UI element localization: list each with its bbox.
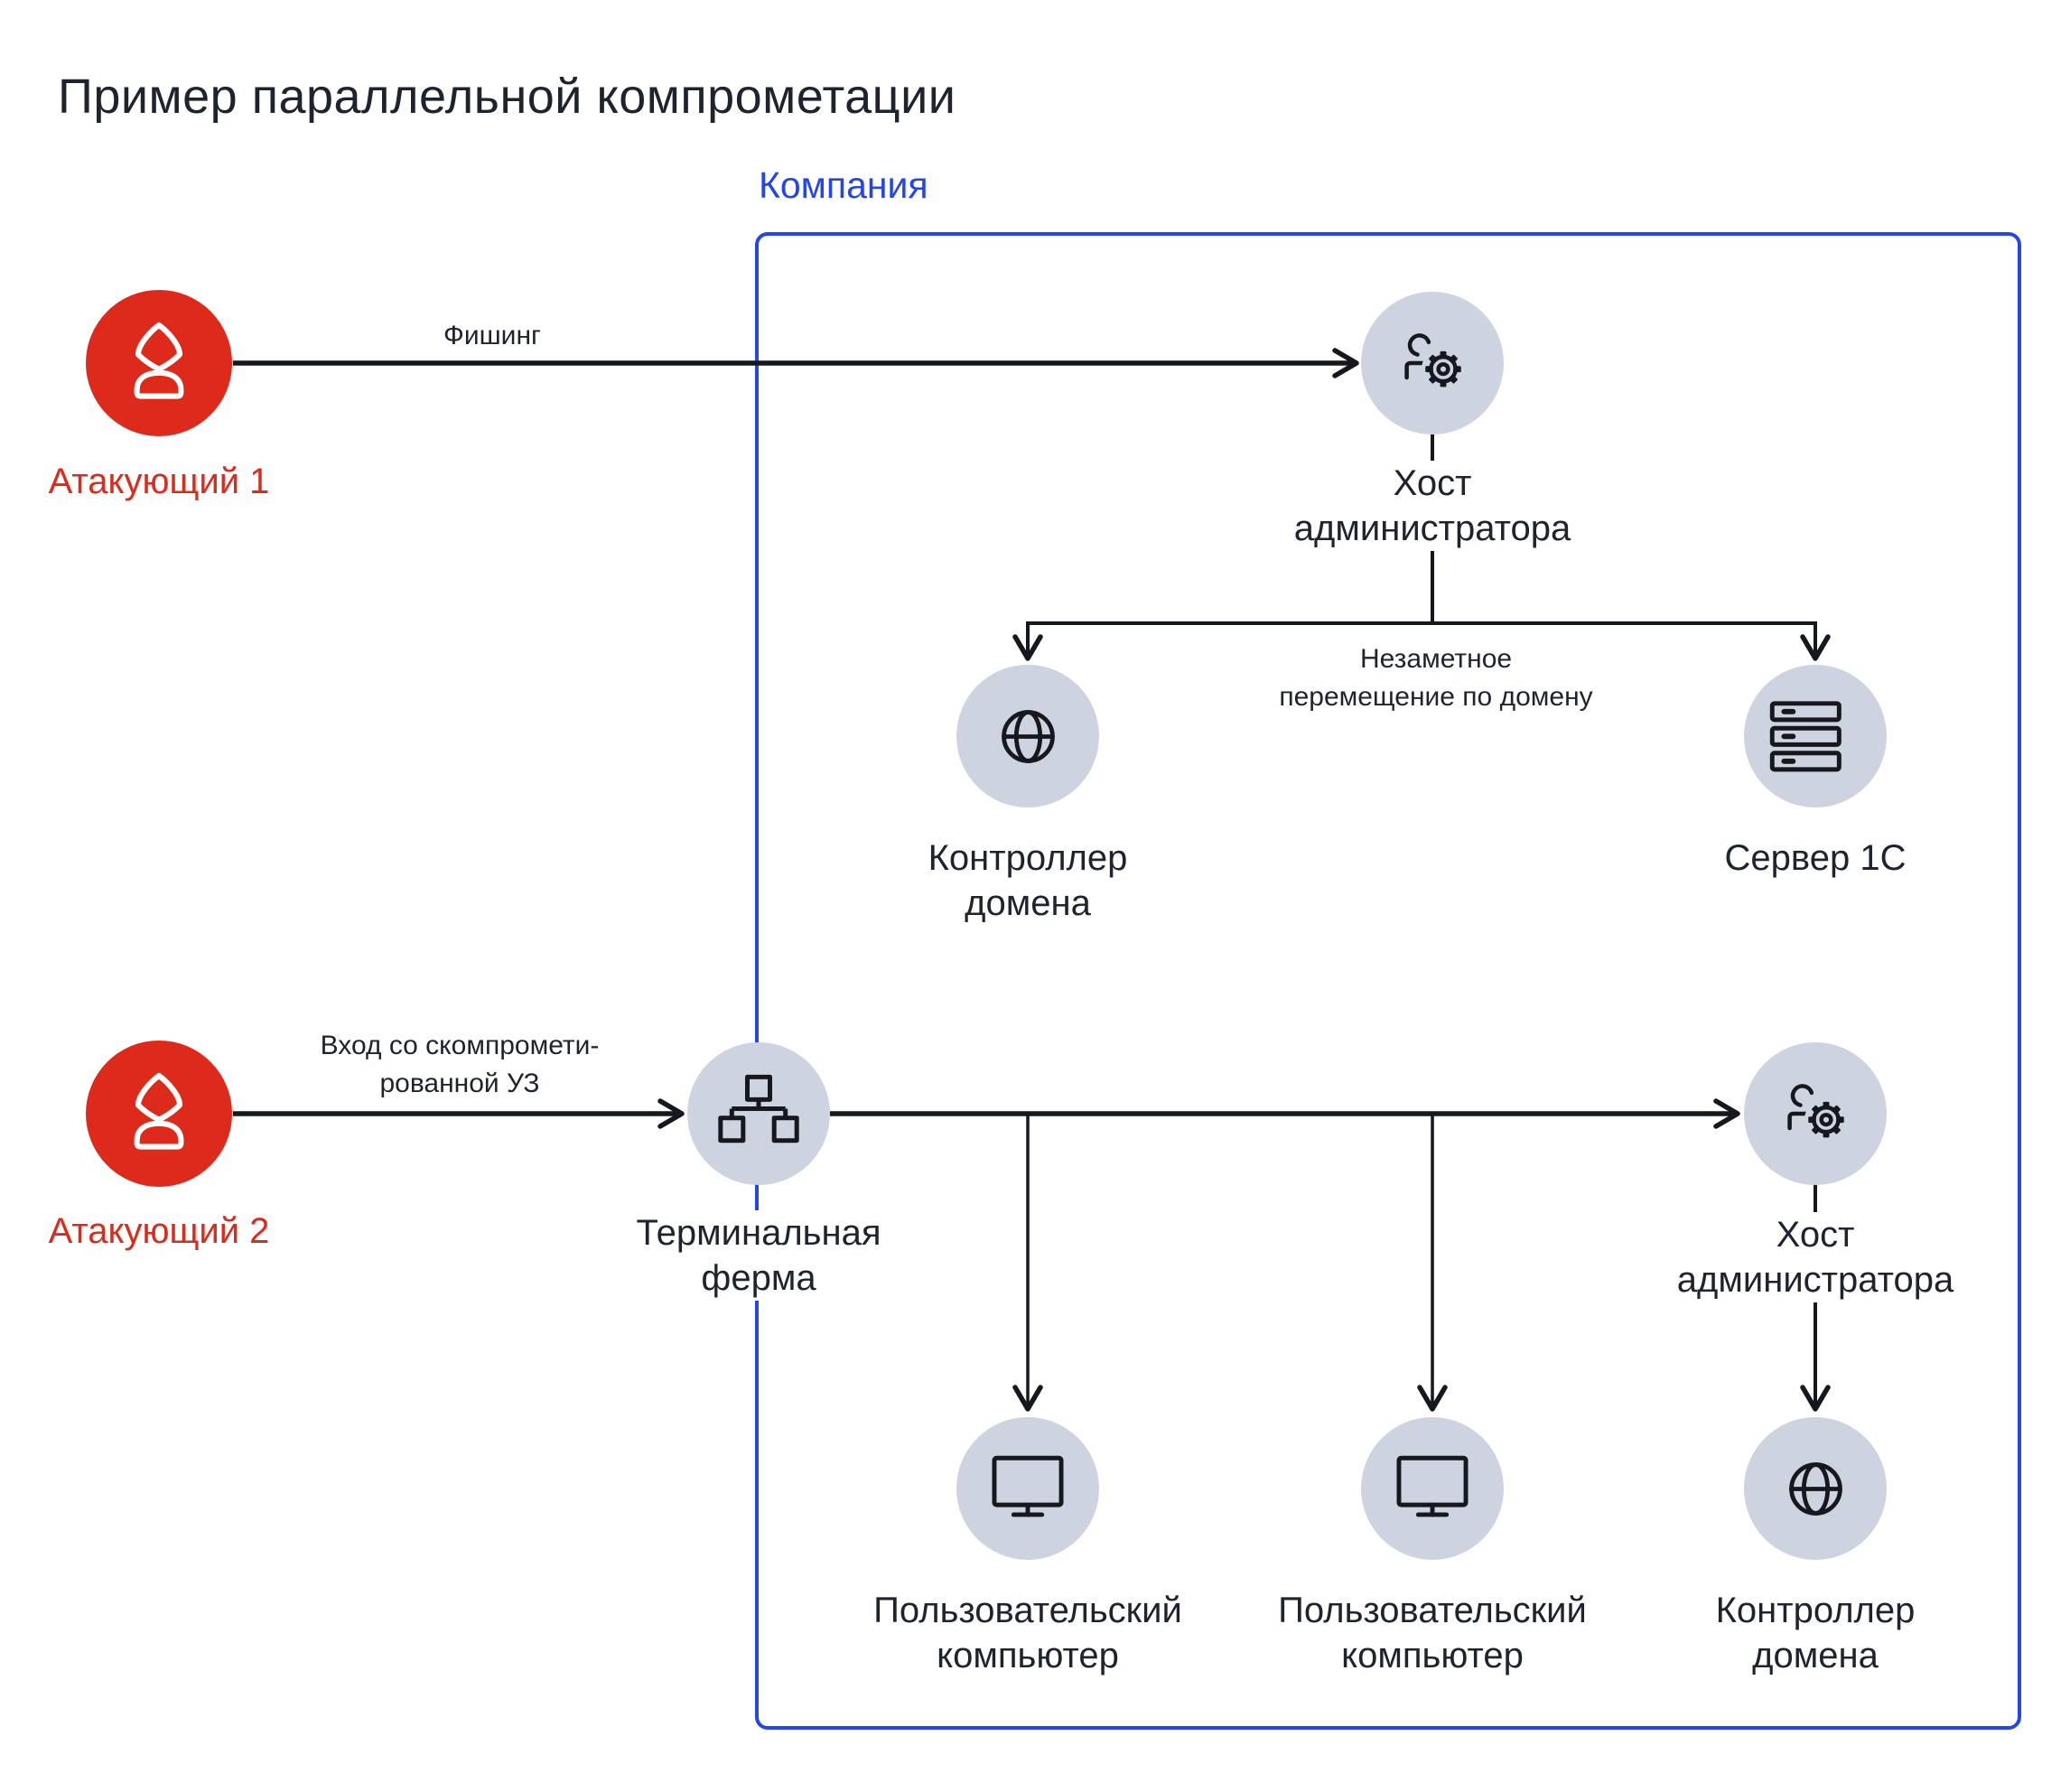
node-user-pc-1 [956, 1417, 1099, 1560]
edge-label-lateral-movement: Незаметное перемещение по домену [1279, 644, 1593, 712]
label-admin-host-2: Хост администратора [1580, 1212, 2050, 1302]
company-label: Компания [759, 164, 928, 206]
label-user-pc-2: Пользовательский компьютер [1278, 1591, 1587, 1675]
server-stack-icon [1769, 701, 1842, 772]
node-admin-host-1 [1361, 292, 1504, 434]
admin-gear-icon [1787, 1084, 1848, 1142]
label-user-pc-1: Пользовательский компьютер [873, 1591, 1182, 1675]
node-domain-controller-2 [1744, 1417, 1887, 1560]
attacker-icon [134, 322, 184, 399]
admin-gear-icon [1404, 333, 1465, 391]
node-user-pc-2 [1361, 1417, 1504, 1560]
label-attacker-1: Атакующий 1 [48, 462, 270, 501]
node-server-1c [1744, 665, 1887, 807]
node-terminal-farm [687, 1042, 830, 1185]
attacker-icon [134, 1072, 184, 1150]
edge-branch-to-dc1 [1012, 621, 1432, 661]
globe-icon [1788, 1461, 1842, 1516]
label-domain-controller-1: Контроллер домена [928, 838, 1128, 923]
network-tree-icon [718, 1074, 799, 1143]
label-admin-host-1: Хост администратора [1198, 461, 1667, 551]
label-attacker-2: Атакующий 2 [48, 1211, 270, 1251]
edge-branch-to-server1c [1432, 621, 1831, 661]
node-attacker-2 [86, 1041, 232, 1187]
monitor-icon [992, 1455, 1064, 1517]
monitor-icon [1396, 1455, 1469, 1517]
page-title: Пример параллельной компрометации [58, 70, 956, 124]
edge-label-phishing: Фишинг [443, 321, 541, 350]
edge-label-compromised-login: Вход со скомпромети- рованной УЗ [320, 1031, 600, 1098]
company-boundary-box [755, 232, 2021, 1730]
node-domain-controller-1 [956, 665, 1099, 807]
label-terminal-farm: Терминальная ферма [524, 1210, 993, 1301]
label-server-1c: Сервер 1С [1724, 838, 1907, 878]
node-attacker-1 [86, 290, 232, 436]
globe-icon [1001, 709, 1055, 763]
node-admin-host-2 [1744, 1042, 1887, 1185]
label-domain-controller-2: Контроллер домена [1715, 1591, 1916, 1675]
